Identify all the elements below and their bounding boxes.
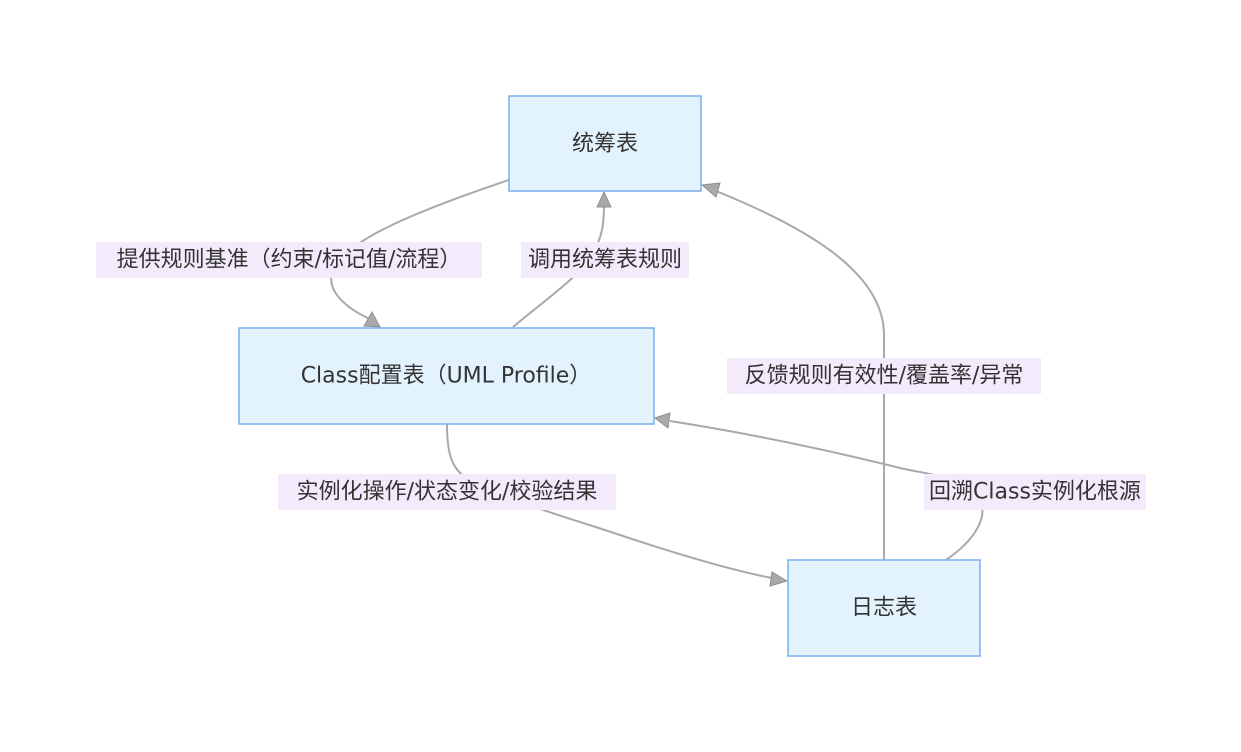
arrow-head [700,182,721,198]
edge-label-call-rules: 调用统筹表规则 [521,242,689,278]
edge-label-feedback: 反馈规则有效性/覆盖率/异常 [727,358,1041,394]
edge-trace-back [669,420,984,561]
edge-label-provide-rules: 提供规则基准（约束/标记值/流程） [96,242,482,278]
edge-label-text: 反馈规则有效性/覆盖率/异常 [745,364,1024,389]
edge-feedback [715,190,885,560]
edge-label-text: 提供规则基准（约束/标记值/流程） [117,248,462,273]
arrow-head [653,412,671,429]
arrow-head [769,571,789,587]
edge-label-trace-back: 回溯Class实例化根源 [924,474,1146,510]
node-log-table[interactable]: 日志表 [787,559,981,657]
arrow-head [363,310,381,328]
edge-label-text: 调用统筹表规则 [528,248,682,273]
node-class-config-table[interactable]: Class配置表（UML Profile） [238,327,655,425]
node-label: 统筹表 [572,132,638,157]
edge-label-text: 实例化操作/状态变化/校验结果 [297,480,598,505]
node-coordination-table[interactable]: 统筹表 [508,95,702,192]
arrow-head [596,190,612,208]
node-label: Class配置表（UML Profile） [301,364,592,389]
edge-label-instantiate: 实例化操作/状态变化/校验结果 [278,474,616,510]
edge-instantiate [446,423,773,579]
node-label: 日志表 [851,596,917,621]
edge-label-text: 回溯Class实例化根源 [929,480,1141,505]
